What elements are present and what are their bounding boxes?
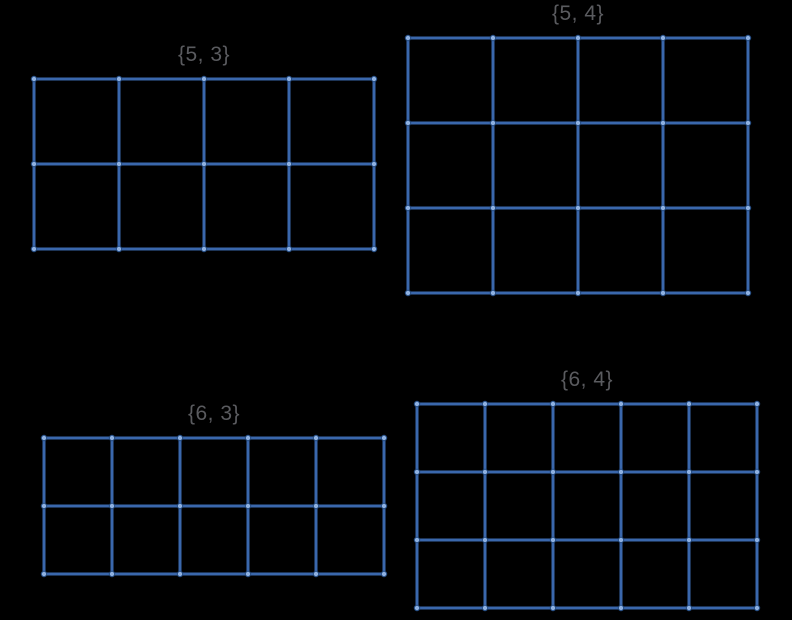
- grid-vertex: [489, 119, 497, 127]
- grid-vertex: [244, 570, 252, 578]
- grid-vertex: [285, 75, 293, 83]
- grid-vertex: [753, 468, 761, 476]
- grid-vertex: [285, 245, 293, 253]
- grid-vertex: [617, 400, 625, 408]
- grid-vertex: [753, 400, 761, 408]
- grid-vertex: [744, 119, 752, 127]
- grid-vertex: [481, 400, 489, 408]
- grid-vertex: [115, 75, 123, 83]
- grid-vertex: [404, 119, 412, 127]
- grid-vertex: [574, 34, 582, 42]
- grid-vertex: [30, 245, 38, 253]
- grid-vertex: [574, 204, 582, 212]
- grid-vertex: [108, 570, 116, 578]
- grid-vertex: [574, 119, 582, 127]
- grid-vertex: [489, 204, 497, 212]
- grid-vertex: [115, 245, 123, 253]
- grid-vertex: [404, 34, 412, 42]
- grid-vertex: [753, 604, 761, 612]
- grid-vertex: [40, 570, 48, 578]
- grid-graph-panel-5-4: {5, 4}: [404, 0, 752, 297]
- grid-vertex: [481, 468, 489, 476]
- grid-vertex: [617, 536, 625, 544]
- grid-vertex: [549, 536, 557, 544]
- grid-vertex: [685, 604, 693, 612]
- grid-vertex: [108, 434, 116, 442]
- grid-vertex: [659, 204, 667, 212]
- plot-label-6-4: {6, 4}: [560, 368, 614, 391]
- grid-vertex: [115, 160, 123, 168]
- grid-vertex: [574, 289, 582, 297]
- grid-vertex: [413, 400, 421, 408]
- grid-vertex: [404, 289, 412, 297]
- grid-vertex: [659, 119, 667, 127]
- grid-vertex: [744, 204, 752, 212]
- grid-vertex: [753, 536, 761, 544]
- grid-vertex: [200, 160, 208, 168]
- grid-vertex: [380, 570, 388, 578]
- grid-vertex: [481, 604, 489, 612]
- grid-vertex: [370, 160, 378, 168]
- grid-graph-6-3: [40, 434, 388, 578]
- grid-vertex: [312, 434, 320, 442]
- grid-vertex: [549, 604, 557, 612]
- grid-graph-6-4: [413, 400, 761, 612]
- grid-vertex: [285, 160, 293, 168]
- grid-vertex: [380, 502, 388, 510]
- grid-vertex: [30, 75, 38, 83]
- grid-vertex: [413, 604, 421, 612]
- grid-vertex: [685, 468, 693, 476]
- grid-vertex: [489, 34, 497, 42]
- grid-graph-panel-6-4: {6, 4}: [413, 366, 761, 612]
- grid-vertex: [549, 400, 557, 408]
- grid-graph-panel-6-3: {6, 3}: [40, 400, 388, 578]
- grid-vertex: [549, 468, 557, 476]
- grid-vertex: [404, 204, 412, 212]
- grid-vertex: [200, 75, 208, 83]
- plot-label-5-4: {5, 4}: [551, 2, 605, 25]
- grid-vertex: [481, 536, 489, 544]
- grid-vertex: [659, 289, 667, 297]
- grid-vertex: [244, 502, 252, 510]
- grid-vertex: [40, 502, 48, 510]
- grid-vertex: [489, 289, 497, 297]
- grid-vertex: [176, 434, 184, 442]
- grid-vertex: [370, 75, 378, 83]
- grid-vertex: [744, 289, 752, 297]
- grid-vertex: [30, 160, 38, 168]
- grid-vertex: [685, 400, 693, 408]
- grid-vertex: [40, 434, 48, 442]
- grid-vertex: [108, 502, 116, 510]
- grid-vertex: [659, 34, 667, 42]
- grid-vertex: [413, 468, 421, 476]
- grid-graph-5-3: [30, 75, 378, 253]
- grid-vertex: [244, 434, 252, 442]
- grid-vertex: [617, 604, 625, 612]
- plot-label-5-3: {5, 3}: [177, 43, 231, 66]
- grid-graph-5-4: [404, 34, 752, 297]
- grid-vertex: [380, 434, 388, 442]
- grid-vertex: [200, 245, 208, 253]
- plot-label-6-3: {6, 3}: [187, 402, 241, 425]
- grid-vertex: [312, 502, 320, 510]
- grid-graph-panel-5-3: {5, 3}: [30, 41, 378, 253]
- grid-vertex: [617, 468, 625, 476]
- grid-vertex: [312, 570, 320, 578]
- grid-vertex: [176, 570, 184, 578]
- grid-vertex: [370, 245, 378, 253]
- grid-vertex: [744, 34, 752, 42]
- grid-vertex: [413, 536, 421, 544]
- grid-vertex: [685, 536, 693, 544]
- grid-vertex: [176, 502, 184, 510]
